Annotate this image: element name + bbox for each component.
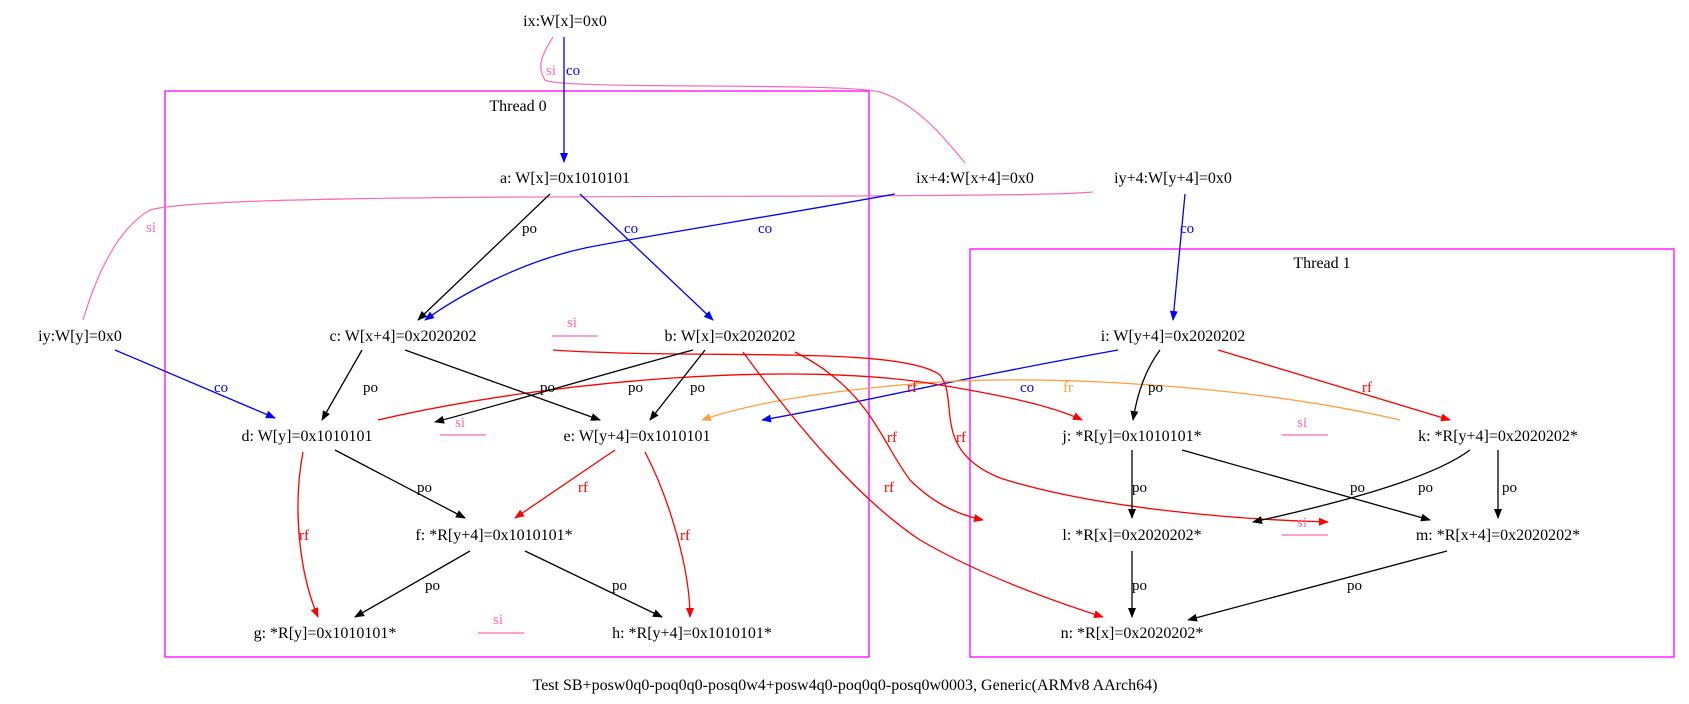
edge-label-si: si — [567, 315, 577, 331]
edge-label-co: co — [214, 380, 228, 396]
node-iy4: iy+4:W[y+4]=0x0 — [1114, 170, 1232, 187]
edge-label-co: co — [1020, 380, 1034, 396]
edge-label-rf: rf — [887, 430, 897, 446]
node-g: g: *R[y]=0x1010101* — [254, 625, 397, 642]
edge-label-fr: fr — [1063, 380, 1073, 396]
po-edge-b-e — [649, 349, 706, 421]
test-caption: Test SB+posw0q0-poq0q0-posq0w4+posw4q0-p… — [533, 677, 1158, 694]
thread-1-label: Thread 1 — [1293, 255, 1350, 272]
edge-label-po: po — [363, 380, 378, 396]
edge-label-si: si — [1297, 515, 1307, 531]
co-edges — [114, 37, 1186, 423]
edge-label-rf: rf — [1362, 380, 1372, 396]
edge-label-co: co — [566, 63, 580, 79]
edge-label-po: po — [1347, 578, 1362, 594]
po-edge-b-d — [434, 349, 694, 424]
edge-label-si: si — [546, 63, 556, 79]
thread-0-label: Thread 0 — [489, 98, 546, 115]
edge-label-rf: rf — [578, 480, 588, 496]
edge-label-rf: rf — [680, 528, 690, 544]
node-f: f: *R[y+4]=0x1010101* — [415, 527, 572, 544]
edge-label-si: si — [493, 612, 503, 628]
edge-label-po: po — [690, 380, 705, 396]
node-j: j: *R[y]=0x1010101* — [1061, 428, 1201, 445]
rf-edges — [297, 349, 1451, 619]
edge-label-po: po — [540, 380, 555, 396]
co-edge-ix4-c — [424, 193, 896, 321]
po-edge-a-c — [417, 193, 551, 321]
po-edge-i-j — [1130, 349, 1161, 421]
edge-label-co: co — [1180, 221, 1194, 237]
node-a: a: W[x]=0x1010101 — [500, 170, 630, 187]
rf-edge-e-h — [644, 451, 694, 618]
edge-label-si: si — [1297, 415, 1307, 431]
node-m: m: *R[x+4]=0x2020202* — [1416, 527, 1580, 544]
edge-label-po: po — [612, 578, 627, 594]
node-c: c: W[x+4]=0x2020202 — [329, 328, 476, 345]
po-edge-c-e — [404, 349, 601, 421]
po-edge-c-d — [321, 349, 363, 421]
edge-label-rf: rf — [884, 480, 894, 496]
co-edge-iy-d — [114, 349, 276, 419]
rf-edge-b-m — [552, 349, 1329, 526]
node-ix4: ix+4:W[x+4]=0x0 — [916, 170, 1034, 187]
edge-label-po: po — [1132, 578, 1147, 594]
si-edge-iy-iy4 — [82, 191, 1094, 321]
edge-label-rf: rf — [299, 528, 309, 544]
rf-edge-e-f — [514, 449, 616, 519]
si-edges — [82, 36, 1094, 321]
edge-label-po: po — [628, 380, 643, 396]
edge-label-po: po — [425, 578, 440, 594]
si-edge-ix-ix4 — [540, 36, 966, 164]
node-e: e: W[y+4]=0x1010101 — [563, 428, 710, 445]
node-d: d: W[y]=0x1010101 — [242, 428, 373, 445]
edge-label-co: co — [624, 221, 638, 237]
thread-1-box — [969, 248, 1675, 658]
edge-label-po: po — [417, 480, 432, 496]
rf-edge-b-n — [742, 351, 1104, 619]
edge-label-co: co — [758, 221, 772, 237]
po-edge-d-f — [334, 449, 466, 519]
node-b: b: W[x]=0x2020202 — [665, 328, 796, 345]
co-edge-i-e — [761, 349, 1119, 423]
rf-edge-d-j — [377, 373, 1083, 421]
node-n: n: *R[x]=0x2020202* — [1061, 625, 1204, 642]
rf-edge-b-l — [794, 351, 984, 522]
thread-0-box — [164, 90, 870, 658]
node-h: h: *R[y+4]=0x1010101* — [612, 625, 772, 642]
node-i: i: W[y+4]=0x2020202 — [1101, 328, 1245, 345]
edge-label-po: po — [522, 221, 537, 237]
po-edge-f-h — [524, 550, 663, 618]
node-iy: iy:W[y]=0x0 — [38, 328, 122, 345]
edge-label-si: si — [146, 220, 156, 236]
po-edge-m-n — [1187, 550, 1448, 622]
rf-edge-d-g — [297, 451, 319, 618]
edge-label-po: po — [1148, 380, 1163, 396]
edge-label-po: po — [1350, 480, 1365, 496]
fr-edge-k-e — [701, 379, 1401, 421]
edge-label-po: po — [1502, 480, 1517, 496]
po-edge-f-g — [354, 550, 471, 618]
edge-label-po: po — [1132, 480, 1147, 496]
edge-label-po: po — [1418, 480, 1433, 496]
co-edge-a-b — [579, 193, 714, 321]
edge-label-rf: rf — [907, 380, 917, 396]
node-l: l: *R[x]=0x2020202* — [1062, 527, 1201, 544]
node-ix: ix:W[x]=0x0 — [523, 13, 607, 30]
edge-label-rf: rf — [956, 430, 966, 446]
po-edge-k-l — [1252, 449, 1471, 524]
edge-label-si: si — [455, 415, 465, 431]
rf-edge-i-k — [1217, 349, 1451, 422]
po-edges — [321, 193, 1502, 622]
co-edge-iy4-i — [1169, 193, 1186, 321]
node-k: k: *R[y+4]=0x2020202* — [1418, 428, 1578, 445]
po-edge-j-m — [1181, 449, 1431, 522]
